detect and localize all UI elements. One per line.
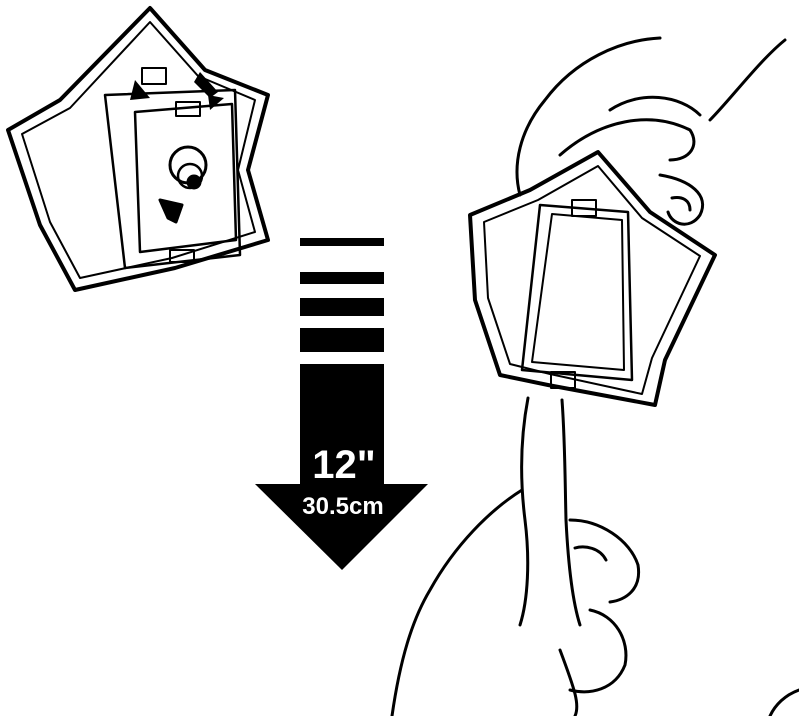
down-arrow-icon — [255, 238, 428, 570]
drop-height-centimeters: 30.5cm — [302, 493, 383, 520]
drop-height-inches: 12" — [312, 443, 375, 487]
star-base-detail-icon — [8, 8, 268, 290]
hands-holding-star-icon — [392, 38, 799, 716]
